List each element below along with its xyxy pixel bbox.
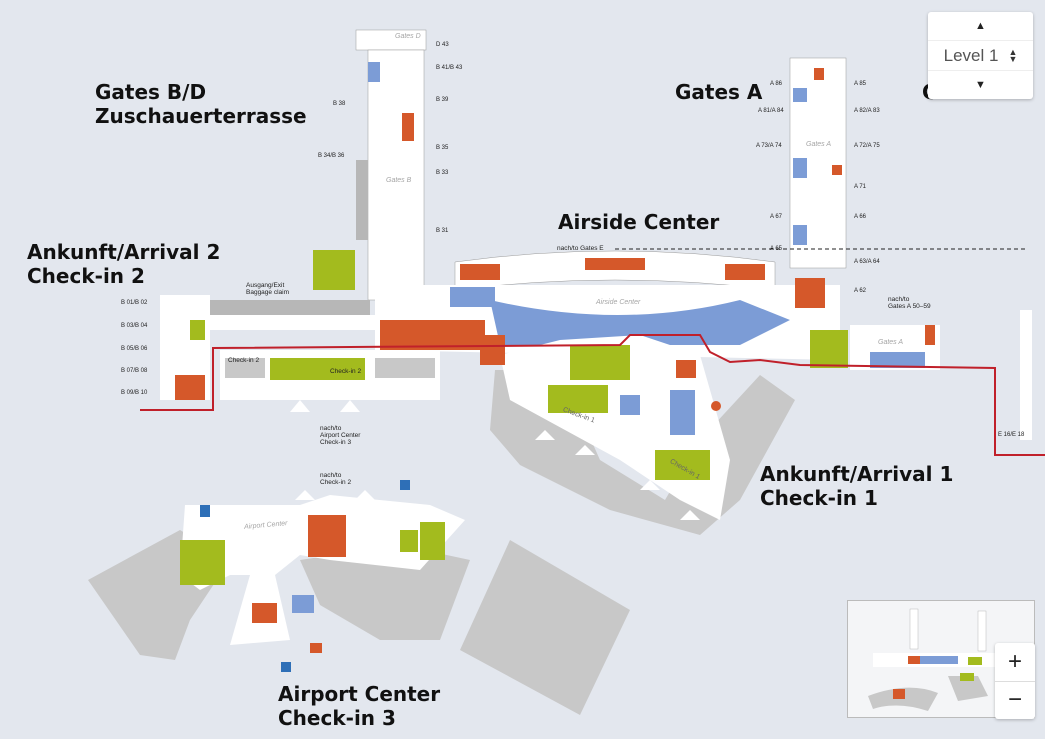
gate-label: A 71 bbox=[854, 184, 867, 190]
parking-icon bbox=[281, 662, 291, 672]
gate-label: A 73/A 74 bbox=[756, 143, 782, 149]
gate-label: A 86 bbox=[770, 81, 783, 87]
label-to-gates-e: nach/to Gates E bbox=[557, 245, 604, 252]
gate-label: A 62 bbox=[854, 288, 867, 294]
label-checkin2-b: Check-in 2 bbox=[330, 368, 362, 375]
gate-label: B 07/B 08 bbox=[121, 368, 148, 374]
label-airside-center: Airside Center bbox=[558, 210, 720, 234]
exit-arrows bbox=[295, 430, 700, 520]
gates-bd-pier bbox=[160, 29, 427, 400]
landside-boundary bbox=[140, 334, 1045, 456]
gate-label: B 41/B 43 bbox=[436, 65, 463, 71]
food-block bbox=[308, 515, 346, 557]
gate-label: B 09/B 10 bbox=[121, 390, 148, 396]
gate-label: A 65 bbox=[770, 246, 783, 252]
checkin1-building bbox=[480, 335, 730, 520]
gate-label: A 81/A 84 bbox=[758, 108, 784, 114]
level-down-button[interactable]: ▼ bbox=[975, 79, 986, 91]
gate-label: B 34/B 36 bbox=[318, 153, 345, 159]
checkin2-building bbox=[220, 350, 440, 412]
zoom-in-button[interactable]: + bbox=[995, 643, 1035, 682]
inmap-gates-d: Gates D bbox=[395, 33, 421, 40]
gate-label: A 66 bbox=[854, 214, 867, 220]
gate-label: B 01/B 02 bbox=[121, 300, 148, 306]
zoom-out-button[interactable]: − bbox=[1007, 686, 1022, 713]
gate-label: A 85 bbox=[854, 81, 867, 87]
parking-icon bbox=[400, 480, 410, 490]
gate-label: B 35 bbox=[436, 145, 449, 151]
label-to-airport-center: nach/to Airport Center Check-in 3 bbox=[320, 425, 361, 446]
gate-label: A 67 bbox=[770, 214, 783, 220]
gate-label: B 31 bbox=[436, 228, 449, 234]
label-gates-bd: Gates B/D Zuschauerterrasse bbox=[95, 80, 307, 128]
inmap-gates-a-top: Gates A bbox=[806, 141, 832, 148]
label-airport-center: Airport Center Check-in 3 bbox=[278, 682, 441, 730]
apron-southeast bbox=[460, 540, 630, 715]
gate-label: B 03/B 04 bbox=[121, 323, 148, 329]
label-to-gates-a50: nach/to Gates A 50–59 bbox=[888, 296, 931, 310]
gate-label: A 72/A 75 bbox=[854, 143, 880, 149]
label-checkin2-a: Check-in 2 bbox=[228, 357, 260, 364]
level-label: Level 1 bbox=[943, 45, 999, 65]
level-select[interactable]: Level 1 ▲▼ bbox=[928, 40, 1033, 71]
gate-label: E 16/E 18 bbox=[998, 432, 1025, 438]
apron-airport-center-right bbox=[300, 545, 470, 640]
gate-label: A 82/A 83 bbox=[854, 108, 880, 114]
label-exit-baggage: Ausgang/Exit Baggage claim bbox=[246, 282, 289, 296]
label-gates-a: Gates A bbox=[675, 80, 763, 104]
airport-center-building bbox=[180, 480, 465, 672]
shop-block bbox=[180, 540, 225, 585]
select-spinner-icon: ▲▼ bbox=[1008, 46, 1018, 64]
gate-label: B 05/B 06 bbox=[121, 346, 148, 352]
gates-a-pier bbox=[789, 57, 1032, 440]
gate-label: B 39 bbox=[436, 97, 449, 103]
inmap-gates-b: Gates B bbox=[386, 177, 412, 184]
gate-label: D 43 bbox=[436, 42, 449, 48]
parking-icon bbox=[200, 505, 210, 517]
inmap-airside-center: Airside Center bbox=[596, 299, 641, 306]
zoom-control: + − bbox=[995, 643, 1035, 719]
label-arrival-1: Ankunft/Arrival 1 Check-in 1 bbox=[760, 462, 954, 510]
inmap-gates-a-small: Gates A bbox=[878, 339, 904, 346]
label-to-checkin2: nach/to Check-in 2 bbox=[320, 472, 352, 486]
minimap-canvas bbox=[868, 608, 1023, 711]
gate-label: A 63/A 64 bbox=[854, 259, 880, 265]
label-arrival-2: Ankunft/Arrival 2 Check-in 2 bbox=[27, 240, 221, 288]
level-up-button[interactable]: ▲ bbox=[975, 20, 986, 32]
gate-label: B 38 bbox=[333, 101, 346, 107]
gate-label: B 33 bbox=[436, 170, 449, 176]
level-control: ▲ Level 1 ▲▼ ▼ bbox=[928, 12, 1033, 99]
